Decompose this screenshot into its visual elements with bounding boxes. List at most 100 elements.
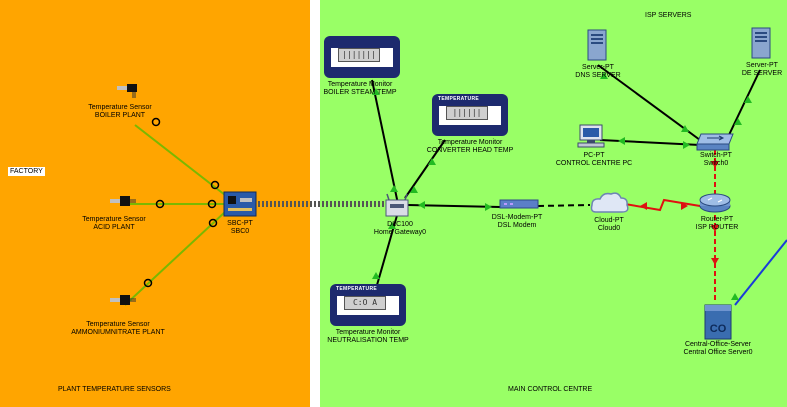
dsl-modem-icon[interactable]: [499, 199, 539, 209]
link-down-indicator: [640, 202, 647, 210]
temperature-monitor-boiler[interactable]: |||||||: [324, 36, 400, 78]
main-zone-footer: MAIN CONTROL CENTRE: [508, 386, 593, 393]
device-name: BOILER PLANT: [94, 112, 146, 119]
link-up-indicator: [388, 222, 396, 229]
monitor-converter-label[interactable]: Temperature Monitor CONVERTER HEAD TEMP: [427, 139, 513, 155]
device-name: DNS SERVER: [575, 72, 621, 79]
monitor-boiler-label[interactable]: Temperature Monitor BOILER STEAM TEMP: [324, 81, 397, 97]
device-type: PC-PT: [583, 152, 605, 159]
device-name: DSL Modem: [497, 222, 537, 229]
wire-switch-dns[interactable]: [597, 64, 701, 141]
link-down-indicator: [711, 161, 719, 168]
link-up-indicator: [372, 272, 380, 279]
wire-cloud-router[interactable]: [624, 198, 701, 212]
home-gateway-icon[interactable]: [385, 193, 409, 217]
link-up-indicator: [418, 201, 425, 209]
device-name: AMMONIUMNITRATE PLANT: [71, 329, 165, 336]
monitor-screen-title: TEMPERATURE: [336, 286, 377, 292]
device-type: Temperature Monitor: [327, 81, 393, 88]
device-name: SBC0: [230, 228, 250, 235]
monitor-neutralisation-label[interactable]: Temperature Monitor NEUTRALISATION TEMP: [327, 329, 408, 345]
device-type: Temperature Monitor: [437, 139, 503, 146]
link-up-indicator: [618, 137, 625, 145]
pc-label[interactable]: PC-PT CONTROL CENTRE PC: [556, 152, 632, 168]
monitor-screen-title: TEMPERATURE: [438, 96, 479, 102]
de-server-label[interactable]: Server-PT DE SERVER: [742, 62, 782, 78]
link-up-indicator: [731, 293, 739, 300]
temperature-monitor-neutralisation[interactable]: TEMPERATURE C:O A: [330, 284, 406, 326]
wire-ammonium-sbc[interactable]: [124, 211, 226, 306]
sensor-acid-label[interactable]: Temperature Sensor ACID PLANT: [82, 216, 145, 232]
device-name: Switch0: [703, 160, 729, 167]
link-port-acid: [155, 199, 165, 209]
device-type: Temperature Sensor: [82, 216, 146, 223]
device-type: Server-PT: [582, 64, 614, 71]
wire-modem-cloud[interactable]: [537, 204, 591, 207]
device-name: ACID PLANT: [93, 224, 135, 231]
wire-switch-de[interactable]: [727, 69, 761, 138]
device-name: Central Office Server0: [683, 349, 753, 356]
modem-label[interactable]: DSL-Modem-PT DSL Modem: [492, 214, 543, 230]
factory-zone-label: FACTORY: [8, 167, 45, 176]
switch-label[interactable]: Switch-PT Switch0: [700, 152, 732, 168]
monitor-reading: ||||||: [446, 106, 488, 120]
sensor-boiler-label[interactable]: Temperature Sensor BOILER PLANT: [88, 104, 151, 120]
router-label[interactable]: Router-PT ISP ROUTER: [696, 216, 739, 232]
temperature-sensor-icon[interactable]: [110, 196, 136, 206]
device-name: ISP ROUTER: [695, 224, 739, 231]
link-down-indicator: [681, 202, 688, 210]
device-name: Home Gateway0: [373, 229, 427, 236]
link-up-indicator: [410, 186, 418, 193]
cloud-label[interactable]: Cloud-PT Cloud0: [594, 217, 624, 233]
temperature-monitor-converter[interactable]: TEMPERATURE ||||||: [432, 94, 508, 136]
wire-co-offscreen[interactable]: [734, 239, 787, 306]
device-type: Server-PT: [746, 62, 778, 69]
link-port-sbc-c: [208, 218, 218, 228]
de-server-icon[interactable]: [751, 27, 771, 59]
router-icon[interactable]: [699, 193, 731, 213]
link-port-sbc-b: [207, 199, 217, 209]
temperature-sensor-icon[interactable]: [117, 84, 137, 98]
device-type: DLC100: [387, 221, 413, 228]
isp-servers-label: ISP SERVERS: [645, 12, 692, 19]
link-up-indicator: [600, 72, 608, 79]
link-up-indicator: [744, 96, 752, 103]
sensor-links: [124, 117, 226, 306]
device-type: Router-PT: [700, 216, 734, 223]
sbc-board-icon[interactable]: [223, 191, 257, 217]
wire-gateway-monitor2[interactable]: [404, 139, 446, 199]
device-type: DSL-Modem-PT: [491, 214, 543, 221]
dns-server-icon[interactable]: [587, 29, 607, 61]
switch-icon[interactable]: [696, 133, 734, 151]
link-down-indicator: [711, 225, 719, 232]
link-up-indicator: [734, 118, 742, 125]
link-port-ammonium: [143, 278, 153, 288]
link-up-indicator: [681, 125, 689, 132]
sbc-label[interactable]: SBC-PT SBC0: [227, 220, 253, 236]
link-up-indicator: [390, 185, 398, 192]
device-type: Temperature Monitor: [335, 329, 401, 336]
device-type: Central-Office-Server: [684, 341, 751, 348]
central-office-badge: CO: [709, 323, 727, 335]
sensor-ammonium-label[interactable]: Temperature Sensor AMMONIUMNITRATE PLANT: [71, 321, 165, 337]
link-port-boiler: [151, 117, 161, 127]
device-name: CONVERTER HEAD TEMP: [426, 147, 514, 154]
link-port-sbc-a: [210, 180, 220, 190]
link-down-indicator: [711, 258, 719, 265]
cloud-icon[interactable]: [590, 192, 629, 213]
wire-boiler-sbc[interactable]: [134, 124, 226, 196]
link-up-indicator: [428, 158, 436, 165]
wire-gateway-monitor1[interactable]: [371, 79, 399, 205]
central-office-label[interactable]: Central-Office-Server Central Office Ser…: [683, 341, 752, 357]
dns-server-label[interactable]: Server-PT DNS SERVER: [575, 64, 620, 80]
device-type: Switch-PT: [700, 152, 732, 159]
temperature-sensor-icon[interactable]: [110, 295, 136, 305]
device-name: CONTROL CENTRE PC: [555, 160, 633, 167]
pc-icon[interactable]: [577, 124, 605, 148]
central-office-server-icon[interactable]: [704, 304, 732, 340]
device-name: BOILER STEAM TEMP: [323, 89, 397, 96]
gateway-label[interactable]: DLC100 Home Gateway0: [374, 221, 426, 237]
monitor-reading: C:O A: [344, 296, 386, 310]
